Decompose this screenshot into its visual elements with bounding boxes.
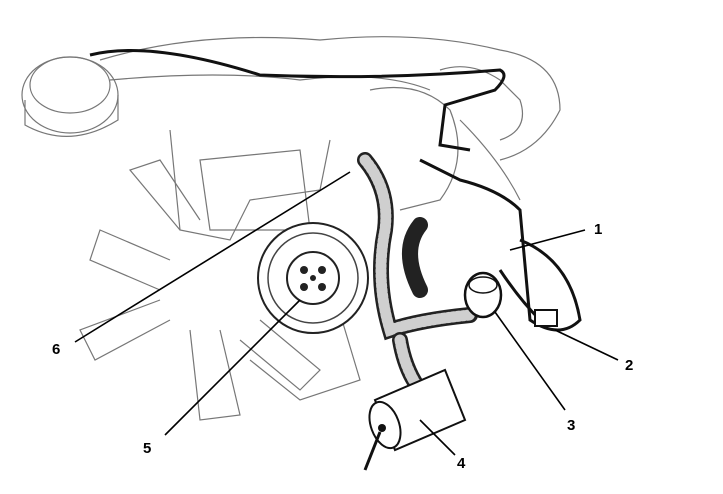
callout-lines	[74, 171, 619, 456]
callout-6: 6	[52, 341, 60, 358]
callout-1: 1	[594, 221, 602, 238]
callout-line-6	[74, 171, 351, 343]
pulley	[257, 222, 369, 334]
callout-line-2	[554, 329, 619, 361]
filter	[363, 368, 467, 471]
callout-line-3	[494, 311, 566, 411]
engine-outline	[21, 36, 561, 401]
callout-3: 3	[567, 417, 575, 434]
callout-2: 2	[625, 357, 633, 374]
callout-line-4	[419, 419, 456, 456]
connector	[534, 309, 558, 327]
callout-line-5	[164, 299, 301, 436]
callout-5: 5	[143, 440, 151, 457]
callout-4: 4	[457, 455, 466, 472]
vacuum-valve	[463, 271, 503, 319]
hoses	[357, 152, 478, 398]
callout-line-1	[509, 229, 586, 251]
